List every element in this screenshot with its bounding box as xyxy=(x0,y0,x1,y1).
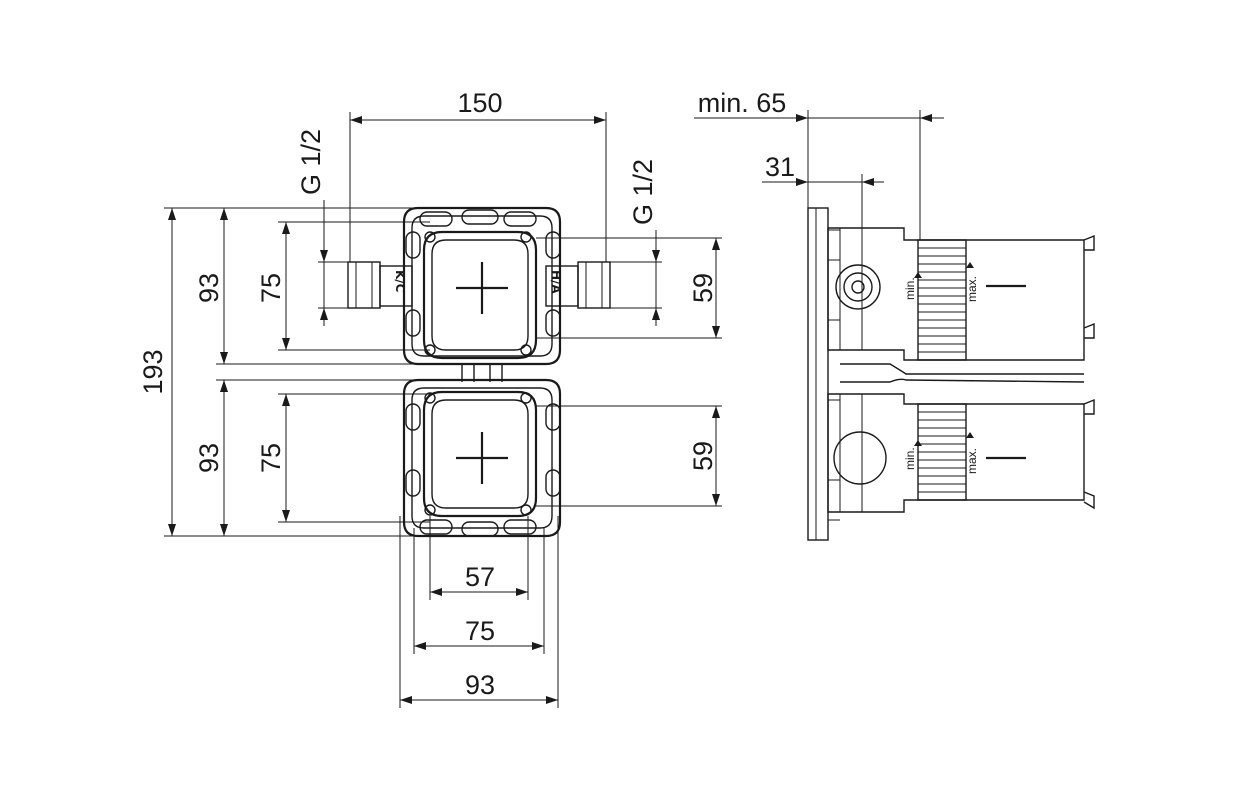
dim-59-lower: 59 xyxy=(536,405,722,507)
max-label-lower: max. xyxy=(965,448,979,474)
dim-31: 31 xyxy=(762,152,884,228)
dim-59-upper: 59 xyxy=(536,237,722,339)
thread-right-label: G 1/2 xyxy=(628,159,658,225)
dim-150: 150 xyxy=(349,88,607,262)
dim-93-bottom: 93 xyxy=(399,516,559,708)
upper-thread-lines xyxy=(918,247,966,353)
dim-75-lower-label: 75 xyxy=(256,443,286,473)
dim-75-bottom-label: 75 xyxy=(465,616,495,646)
dim-93-lower-label: 93 xyxy=(194,443,224,473)
dim-150-label: 150 xyxy=(457,88,502,118)
dim-31-label: 31 xyxy=(765,152,795,182)
max-label-upper: max. xyxy=(965,276,979,302)
cold-connector: K/C xyxy=(347,261,413,309)
dim-thread-left: G 1/2 xyxy=(296,129,348,326)
dim-57-label: 57 xyxy=(465,562,495,592)
min-label-lower: min. xyxy=(903,447,917,470)
dim-193: 193 xyxy=(138,207,420,537)
min-label-upper: min. xyxy=(903,277,917,300)
dim-min65: min. 65 xyxy=(694,88,944,240)
dim-75-upper: 75 xyxy=(256,221,430,351)
hot-connector: H/A xyxy=(545,261,611,309)
dim-75-upper-label: 75 xyxy=(256,273,286,303)
cold-label: K/C xyxy=(393,270,407,293)
dim-75-lower: 75 xyxy=(256,393,430,523)
dim-59-upper-label: 59 xyxy=(688,273,718,303)
dim-93-lower: 93 xyxy=(194,379,420,536)
dim-93-upper: 93 xyxy=(194,208,420,365)
dim-57: 57 xyxy=(429,516,529,600)
dim-min65-label: min. 65 xyxy=(698,88,787,118)
lower-module-frame xyxy=(402,378,562,538)
thread-left-label: G 1/2 xyxy=(296,129,326,195)
side-view: min. max. mi xyxy=(807,207,1095,541)
dim-75-bottom: 75 xyxy=(413,528,545,654)
dim-93-upper-label: 93 xyxy=(194,273,224,303)
dim-thread-right: G 1/2 xyxy=(610,159,662,326)
lower-thread-lines xyxy=(918,411,966,493)
dim-93-bottom-label: 93 xyxy=(465,670,495,700)
hot-label: H/A xyxy=(549,270,563,294)
dim-193-label: 193 xyxy=(138,349,168,394)
dim-59-lower-label: 59 xyxy=(688,441,718,471)
upper-module-frame xyxy=(402,206,562,366)
